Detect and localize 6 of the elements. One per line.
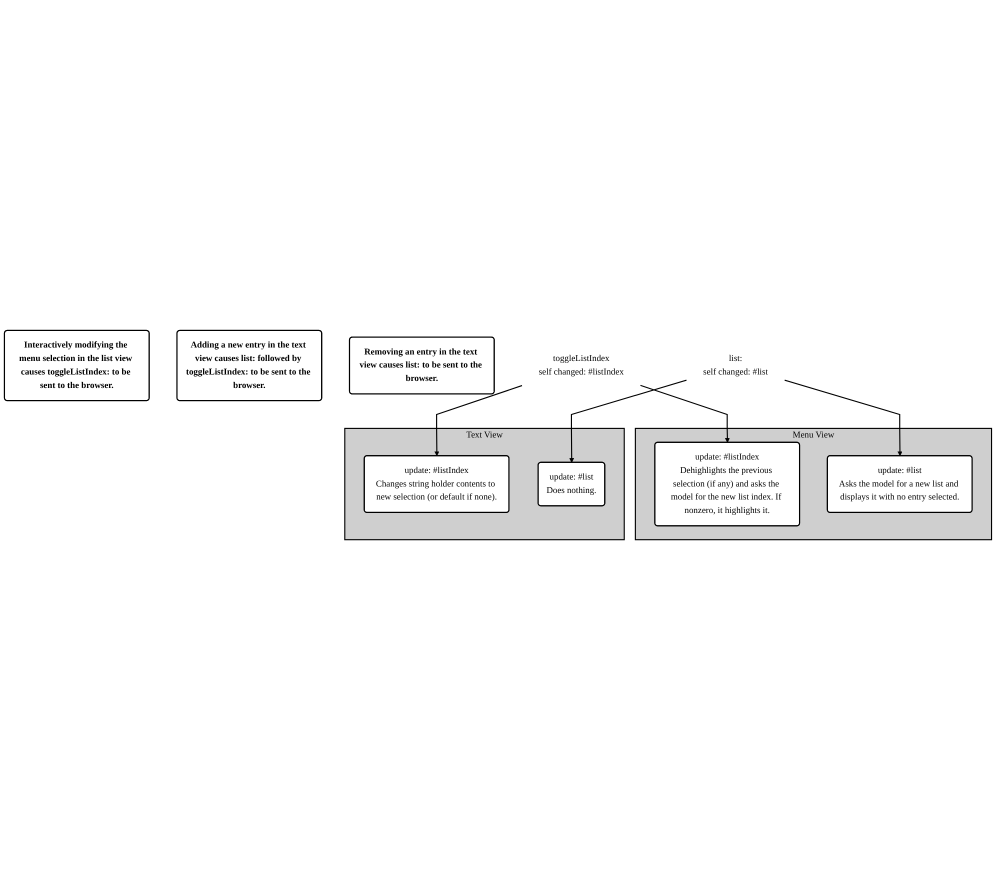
arrow xyxy=(640,385,730,444)
node-text: toggleListIndex self changed: #listIndex xyxy=(538,354,624,378)
arrow xyxy=(784,380,902,457)
arrow xyxy=(569,380,687,464)
arrow xyxy=(434,385,522,457)
node-text: list: self changed: #list xyxy=(703,354,768,378)
